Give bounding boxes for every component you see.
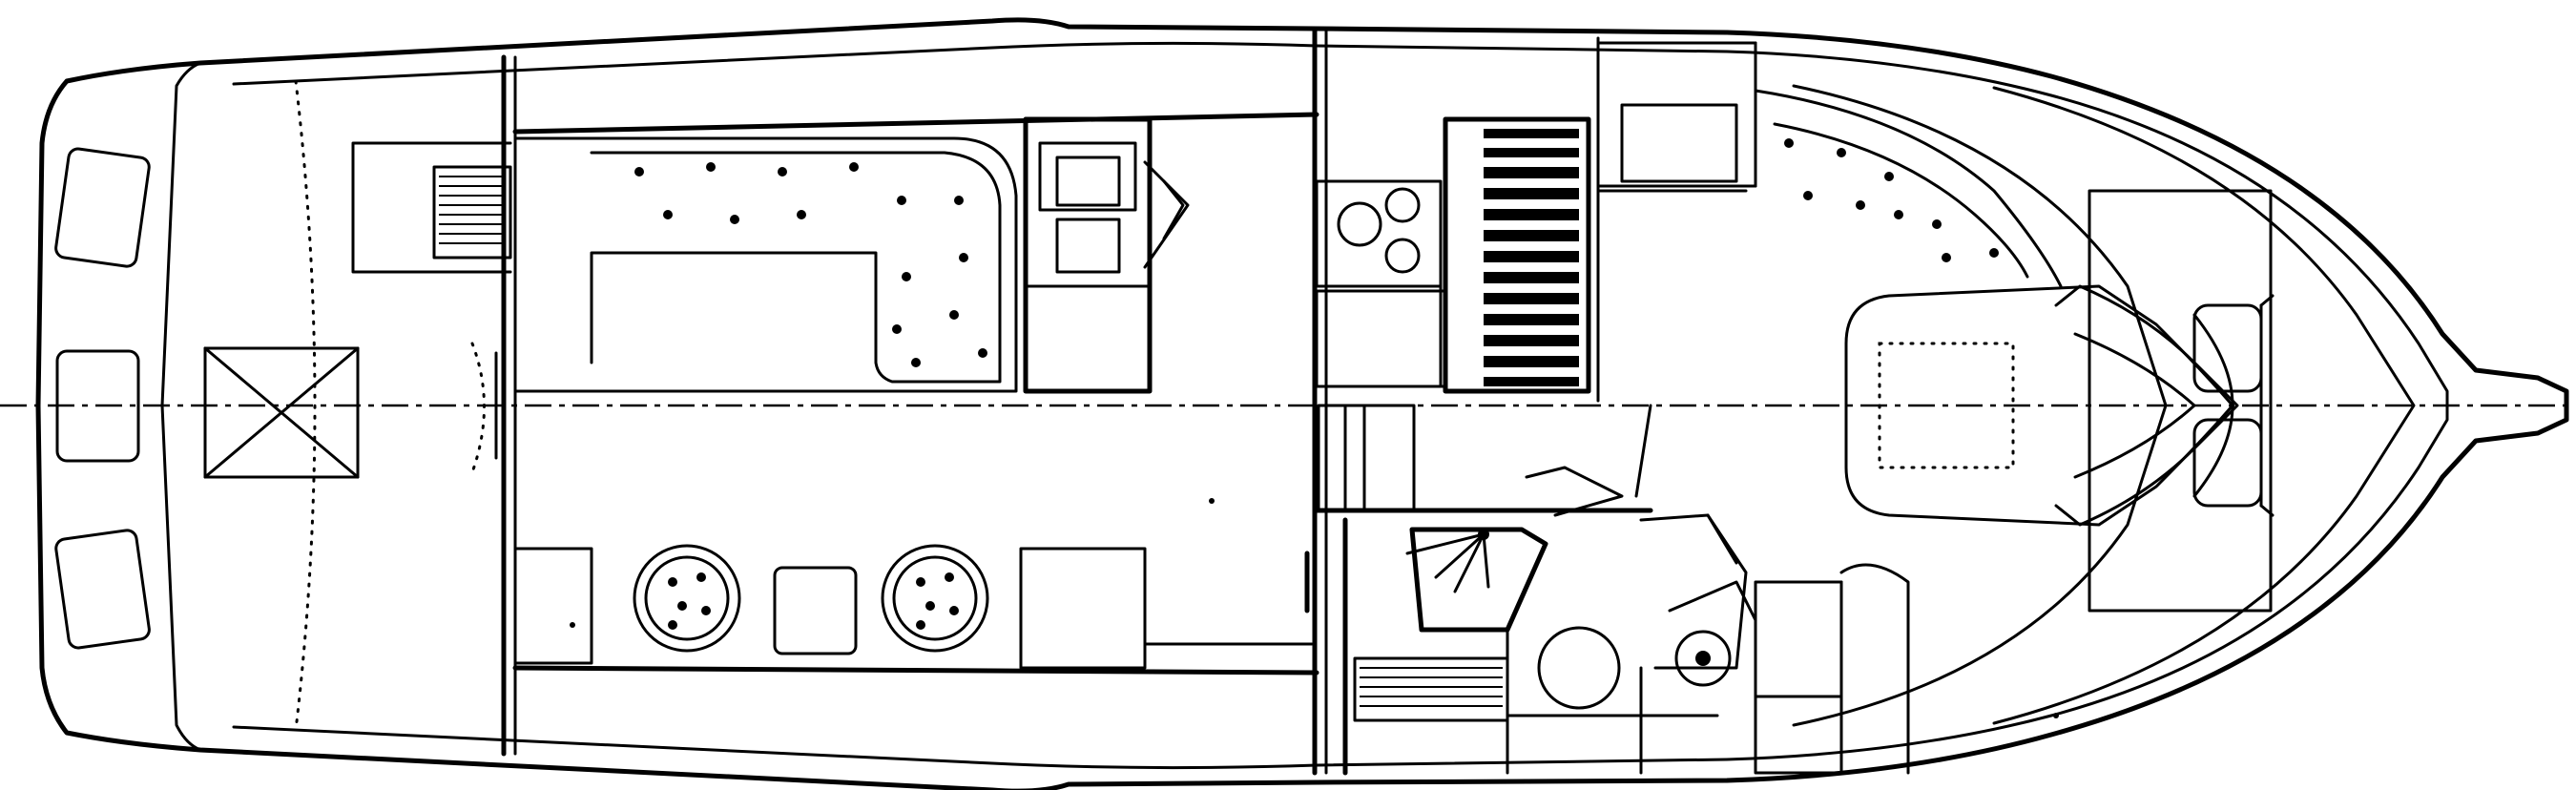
salon-bulkhead xyxy=(494,54,1319,757)
cockpit-locker xyxy=(351,141,512,274)
galley-sink xyxy=(1023,116,1190,394)
deck-hatch xyxy=(203,346,360,479)
v-berth xyxy=(1754,89,2275,613)
galley-locker xyxy=(1443,36,1600,403)
cockpit-dotted-line xyxy=(294,79,317,732)
hull-outline xyxy=(35,17,2569,790)
head-compartment xyxy=(1314,404,1910,776)
salon-seating-lower xyxy=(513,544,1314,670)
forward-lockers xyxy=(1596,41,1757,193)
l-shaped-settee xyxy=(513,136,1018,393)
galley-stove xyxy=(1315,179,1447,388)
forward-bulkhead xyxy=(1304,26,1328,776)
transom-windows xyxy=(54,147,151,650)
